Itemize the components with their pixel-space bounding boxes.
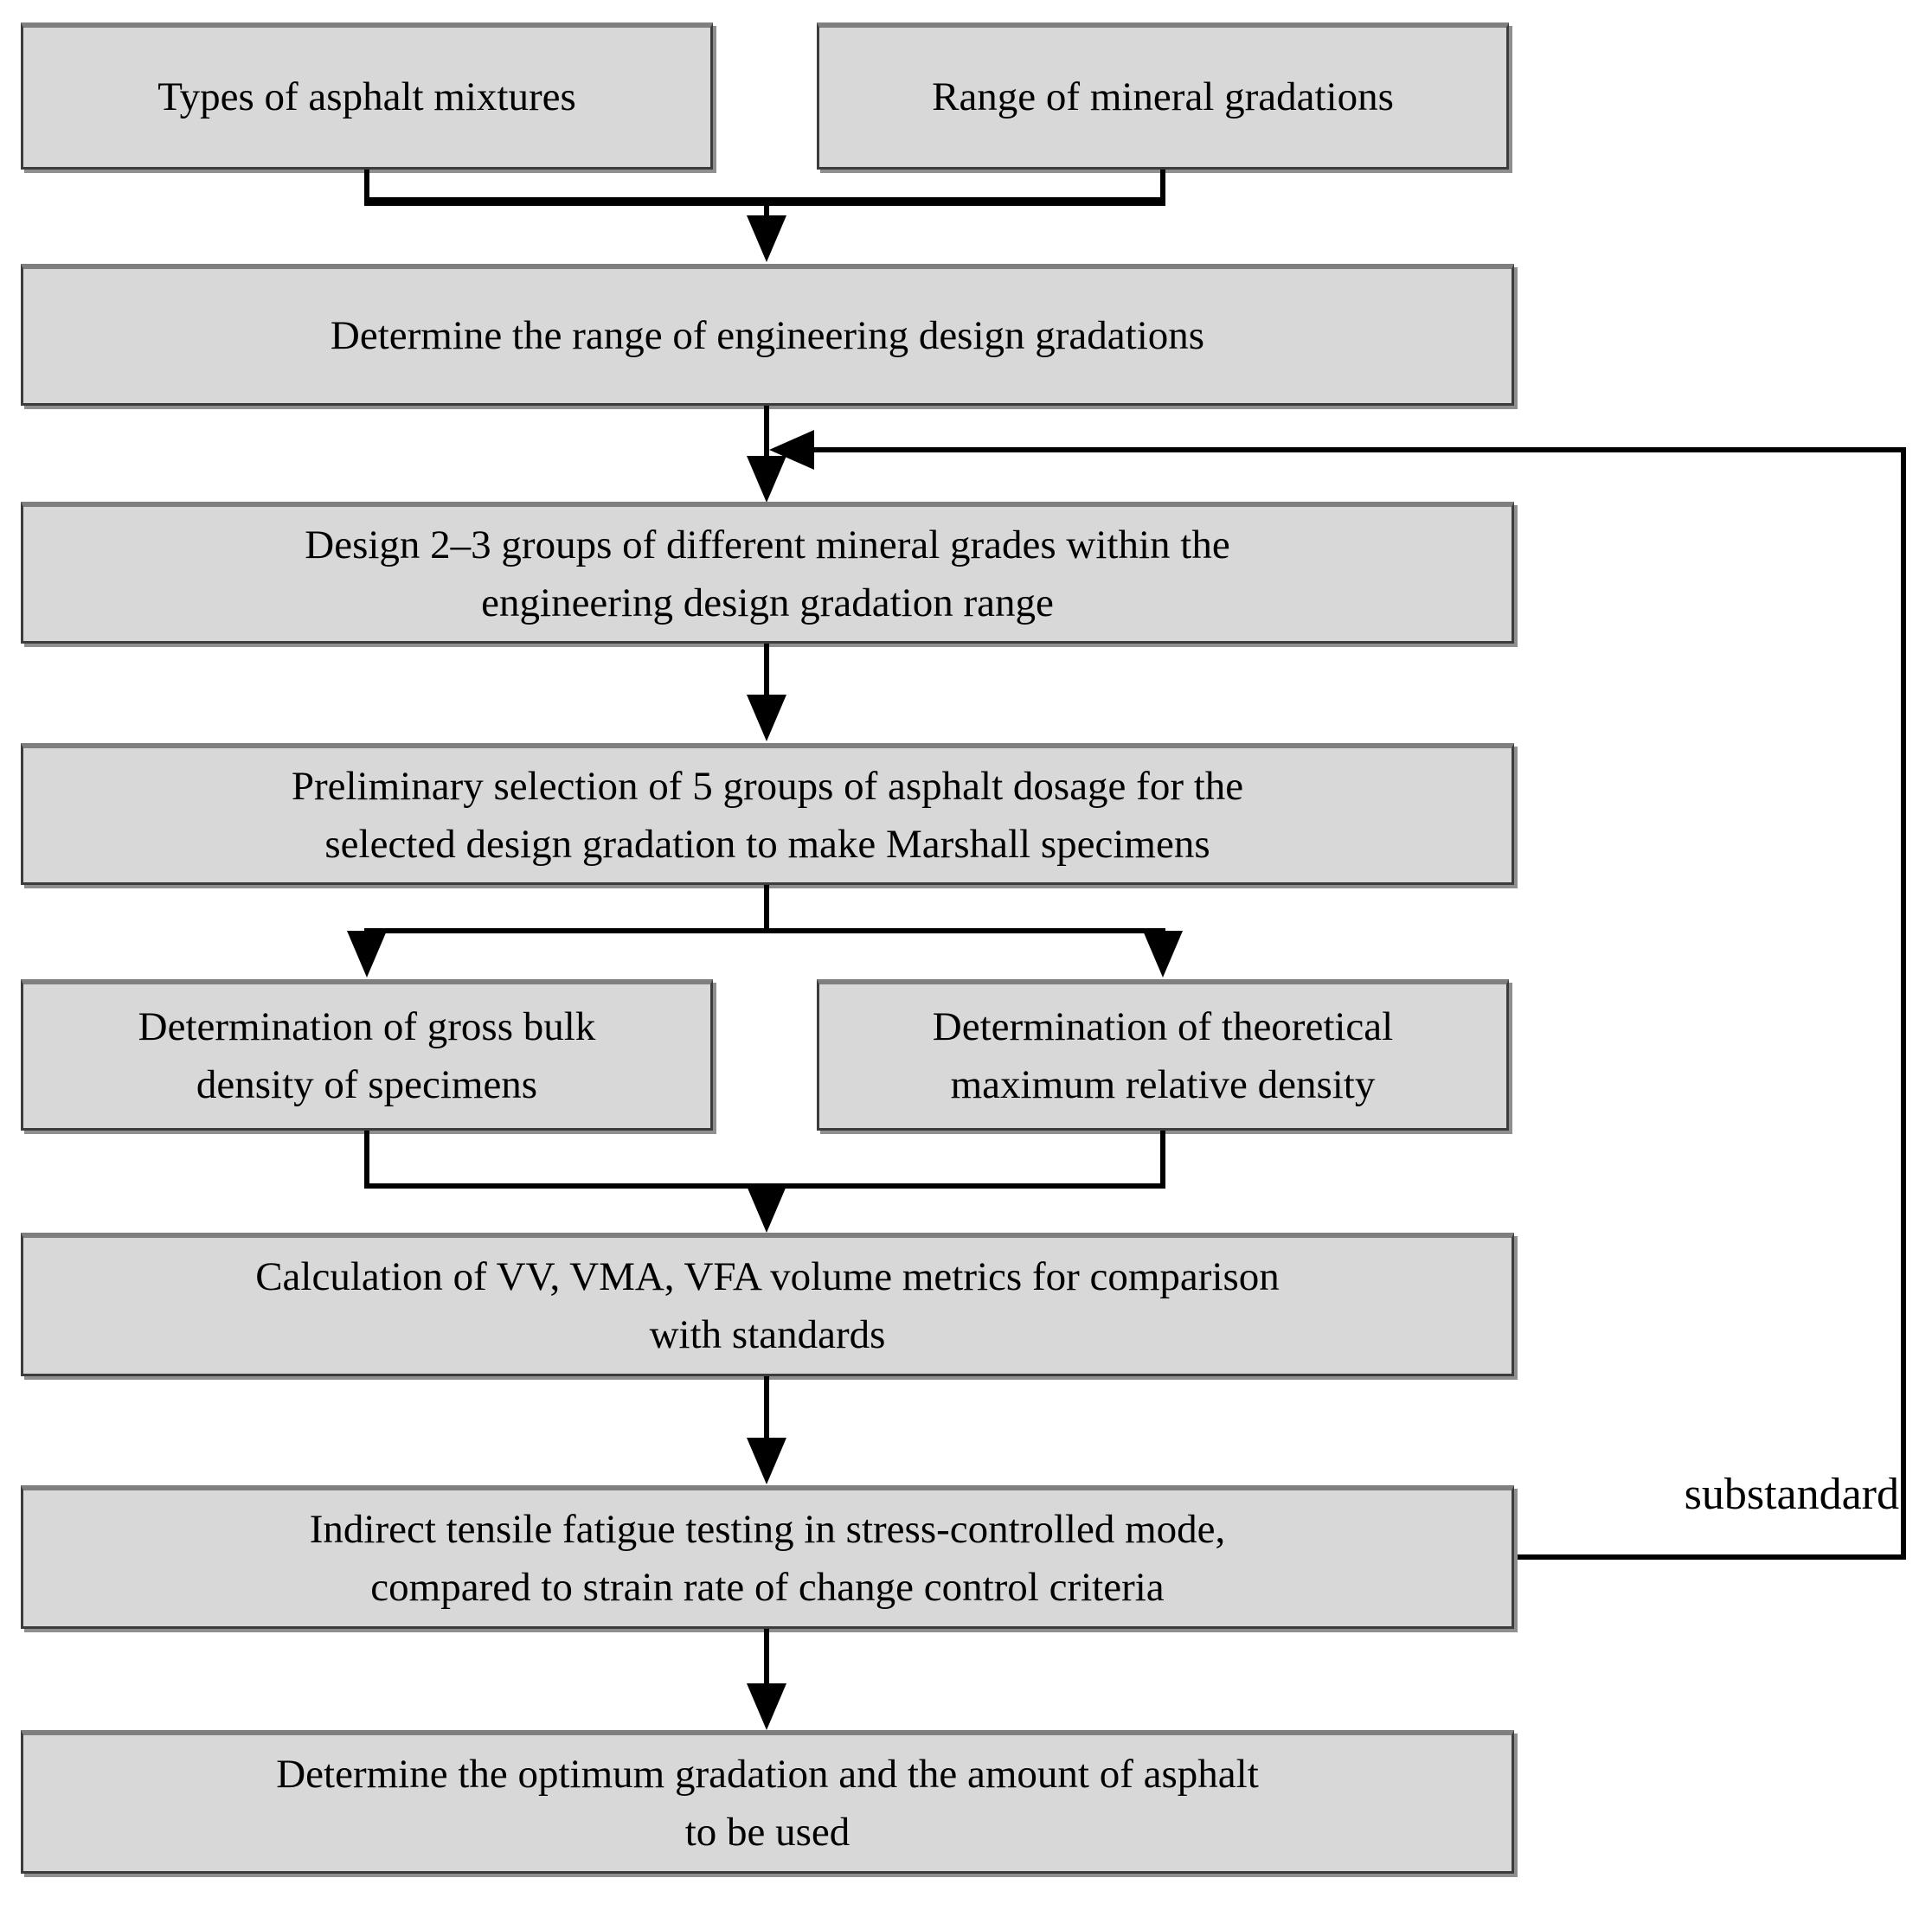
feedback-right-line: [1901, 447, 1906, 1560]
connector-join-stem: [764, 204, 769, 221]
node-label: Indirect tensile fatigue testing in stre…: [309, 1506, 1226, 1610]
node-label: Preliminary selection of 5 groups of asp…: [291, 763, 1244, 867]
connector-merge-left: [364, 1131, 369, 1189]
arrow-down-icon: [747, 1186, 786, 1233]
substandard-label: substandard: [1684, 1470, 1899, 1519]
node-fatigue-testing: Indirect tensile fatigue testing in stre…: [21, 1485, 1514, 1629]
node-label: Range of mineral gradations: [932, 74, 1394, 120]
node-optimum-gradation: Determine the optimum gradation and the …: [21, 1730, 1514, 1874]
node-label: Determination of gross bulk density of s…: [138, 1004, 596, 1107]
node-label: Determine the range of engineering desig…: [330, 313, 1205, 359]
connector-main-stem: [764, 406, 769, 458]
arrow-down-icon: [347, 931, 387, 977]
connector-range-drop: [1160, 170, 1165, 204]
node-design-groups: Design 2–3 groups of different mineral g…: [21, 502, 1514, 644]
connector-join-line: [364, 197, 1165, 206]
node-determine-range: Determine the range of engineering desig…: [21, 264, 1514, 406]
feedback-top-line: [813, 447, 1906, 452]
node-label: Determine the optimum gradation and the …: [276, 1751, 1259, 1855]
connector-main-stem: [764, 1376, 769, 1439]
connector-main-stem: [764, 644, 769, 695]
node-gross-bulk-density: Determination of gross bulk density of s…: [21, 979, 713, 1131]
arrow-down-icon: [747, 1438, 786, 1484]
connector-merge-right: [1160, 1131, 1165, 1189]
arrow-down-icon: [747, 1683, 786, 1730]
node-max-relative-density: Determination of theoretical maximum rel…: [817, 979, 1509, 1131]
connector-main-stem: [764, 1629, 769, 1685]
connector-split-stem: [764, 885, 769, 933]
node-preliminary-selection: Preliminary selection of 5 groups of asp…: [21, 743, 1514, 885]
node-label: Calculation of VV, VMA, VFA volume metri…: [255, 1253, 1280, 1357]
arrow-down-icon: [1143, 931, 1183, 977]
node-types-of-asphalt-mixtures: Types of asphalt mixtures: [21, 22, 713, 170]
connector-types-drop: [364, 170, 369, 204]
arrow-left-icon: [769, 430, 814, 470]
node-volume-metrics: Calculation of VV, VMA, VFA volume metri…: [21, 1233, 1514, 1376]
node-range-of-mineral-gradations: Range of mineral gradations: [817, 22, 1509, 170]
node-label: Determination of theoretical maximum rel…: [932, 1004, 1394, 1107]
node-label: Types of asphalt mixtures: [157, 74, 576, 120]
feedback-bottom-line: [1514, 1554, 1906, 1560]
connector-split-line: [364, 928, 1165, 933]
node-label: Design 2–3 groups of different mineral g…: [305, 522, 1230, 625]
arrow-down-icon: [747, 695, 786, 741]
arrow-down-icon: [747, 215, 786, 262]
